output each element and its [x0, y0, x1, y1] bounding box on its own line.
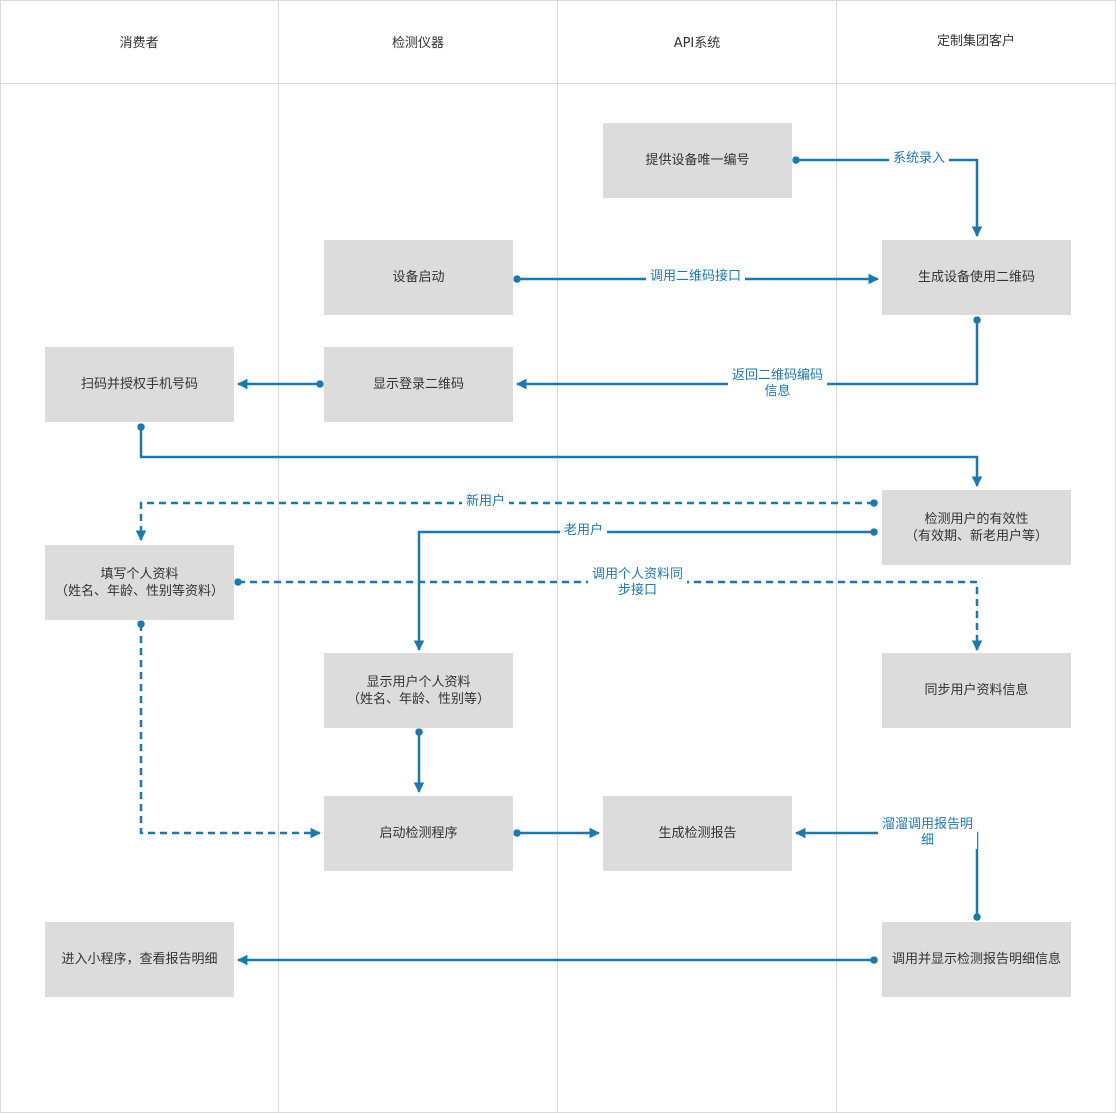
lane-title-device: 检测仪器 — [391, 36, 444, 51]
edge-label-line: 信息 — [764, 384, 791, 399]
box-sublabel: （有效期、新老用户等） — [904, 528, 1048, 544]
box-label: 设备启动 — [392, 270, 445, 285]
box-provide-device-id: 提供设备唯一编号 — [603, 123, 792, 198]
box-start-program: 启动检测程序 — [324, 796, 513, 871]
box-label: 进入小程序，查看报告明细 — [61, 952, 218, 967]
box-label: 调用并显示检测报告明细信息 — [891, 952, 1061, 967]
edge-label-line: 细 — [921, 833, 935, 848]
edge-fill-to-start — [137, 620, 322, 839]
edge-return-qr — [515, 316, 981, 390]
box-sublabel: （姓名、年龄、性别等） — [346, 691, 490, 707]
lane-title-customer: 定制集团客户 — [936, 34, 1015, 49]
box-sublabel: （姓名、年龄、性别等资料） — [54, 583, 224, 599]
edge-label-line: 调用个人资料同 — [592, 567, 684, 582]
edge-label-call-qr-api: 调用二维码接口 — [646, 269, 746, 285]
box-scan-authorize: 扫码并授权手机号码 — [45, 347, 234, 422]
box-device-start: 设备启动 — [324, 240, 513, 315]
box-show-profile: 显示用户个人资料 （姓名、年龄、性别等） — [324, 653, 513, 728]
edge-label-call-report: 溜溜调用报告明 细 — [878, 817, 978, 849]
box-fill-profile: 填写个人资料 （姓名、年龄、性别等资料） — [45, 545, 234, 620]
edge-new-user — [135, 499, 878, 542]
box-label: 扫码并授权手机号码 — [80, 377, 198, 392]
box-generate-qr: 生成设备使用二维码 — [882, 240, 1071, 315]
edge-sync-api — [234, 578, 983, 652]
box-label: 填写个人资料 — [100, 566, 179, 582]
edge-label-system-entry: 系统录入 — [889, 151, 950, 167]
box-enter-miniapp: 进入小程序，查看报告明细 — [45, 922, 234, 997]
lane-header-divider — [0, 83, 1116, 84]
box-label: 显示登录二维码 — [372, 377, 464, 392]
edge-label-line: 步接口 — [618, 583, 658, 598]
box-label: 生成设备使用二维码 — [917, 270, 1035, 285]
lane-title-api: API系统 — [673, 36, 721, 51]
edge-label-old-user: 老用户 — [560, 523, 608, 539]
edge-system-entry — [792, 156, 983, 238]
lane-divider — [278, 0, 279, 1113]
box-show-login-qr: 显示登录二维码 — [324, 347, 513, 422]
edge-label-line: 溜溜调用报告明 — [882, 817, 974, 832]
edge-label-sync-api: 调用个人资料同 步接口 — [588, 567, 688, 599]
box-label: 检测用户的有效性 — [924, 511, 1029, 527]
box-label: 启动检测程序 — [379, 826, 458, 841]
edge-label-new-user: 新用户 — [462, 494, 510, 510]
lane-title-consumer: 消费者 — [119, 36, 159, 51]
edge-scan-to-check — [137, 423, 983, 488]
box-label: 显示用户个人资料 — [366, 674, 471, 690]
box-sync-profile: 同步用户资料信息 — [882, 653, 1071, 728]
edge-label-line: 返回二维码编码 — [732, 368, 824, 383]
box-generate-report: 生成检测报告 — [603, 796, 792, 871]
edge-label-return-qr: 返回二维码编码 信息 — [728, 368, 828, 400]
box-label: 生成检测报告 — [658, 826, 737, 841]
box-label: 同步用户资料信息 — [924, 683, 1029, 698]
box-label: 提供设备唯一编号 — [645, 153, 750, 168]
box-check-user-validity: 检测用户的有效性 （有效期、新老用户等） — [882, 490, 1071, 565]
box-call-show-report: 调用并显示检测报告明细信息 — [882, 922, 1071, 997]
